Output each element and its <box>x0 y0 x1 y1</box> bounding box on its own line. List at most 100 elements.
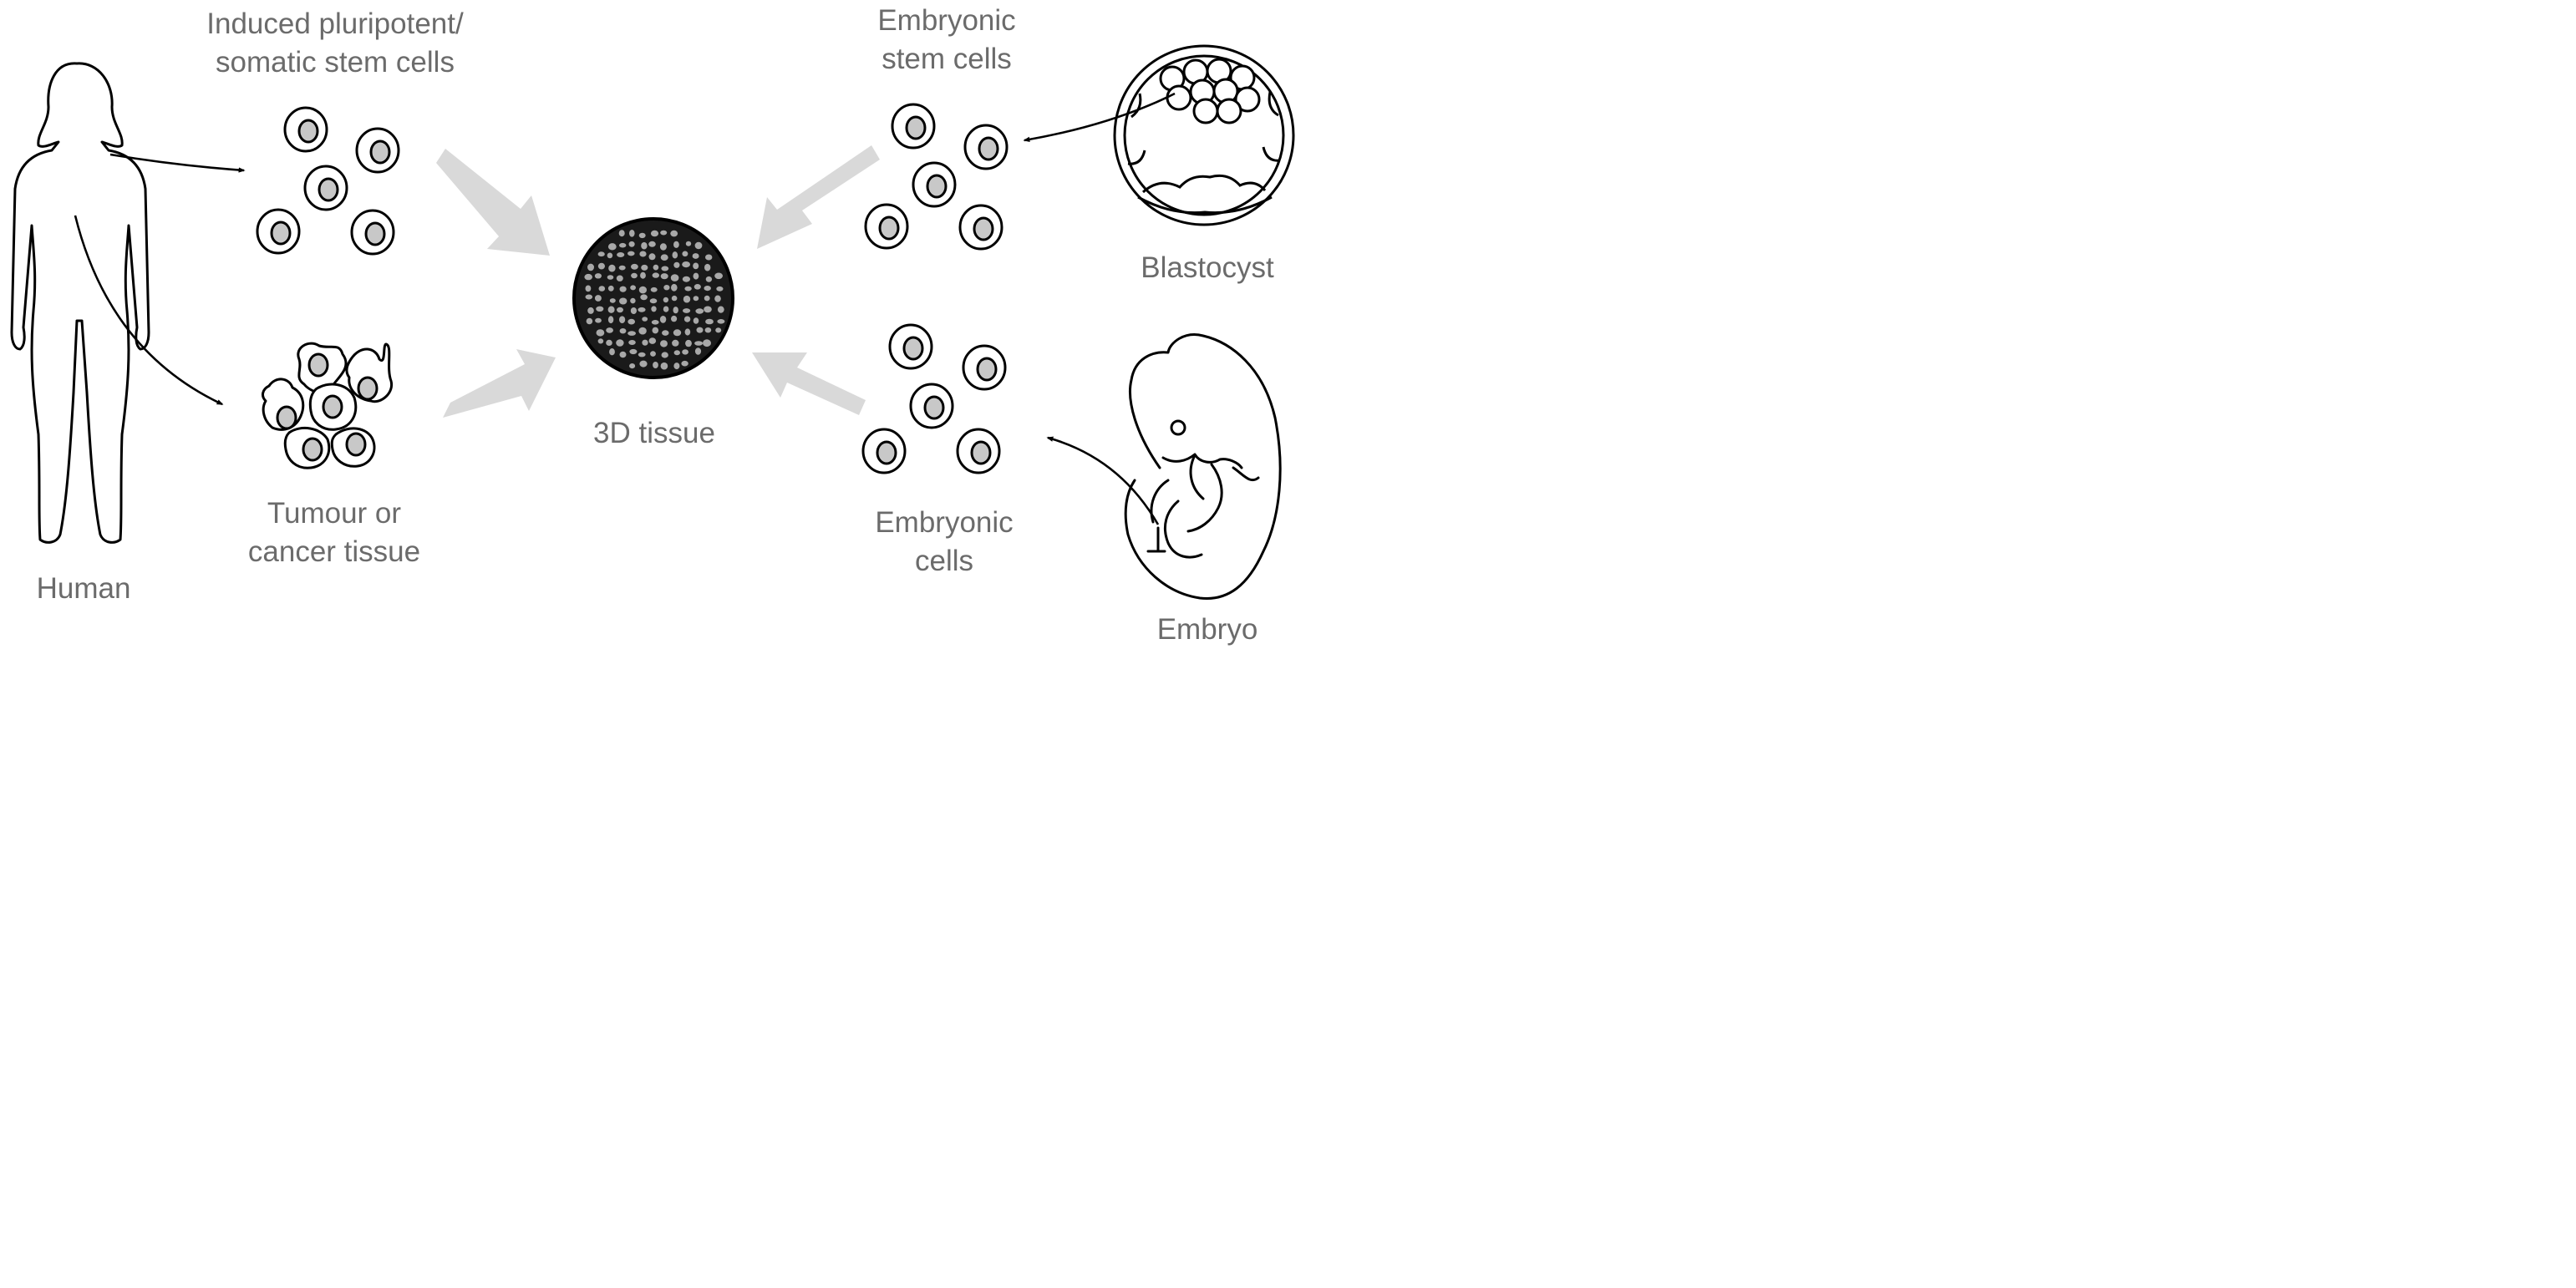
tissue-cell <box>693 317 699 324</box>
label-ips-line-2: somatic stem cells <box>216 46 455 79</box>
tissue-cell <box>673 241 679 248</box>
tissue-cell <box>703 339 711 347</box>
tissue-cell <box>685 339 692 347</box>
tissue-cell <box>663 297 669 303</box>
tissue-cell <box>651 306 657 312</box>
tissue-cell <box>607 275 614 280</box>
tissue-cell <box>628 340 636 345</box>
tissue-cell <box>649 298 658 304</box>
tissue-cell <box>693 296 699 302</box>
big-arrow-ips-to-tissue <box>436 149 550 256</box>
tissue-cell <box>660 230 668 236</box>
tissue-cell <box>607 252 613 259</box>
tissue-cell <box>640 271 646 279</box>
tissue-cell <box>609 348 615 356</box>
tissue-cell <box>607 285 614 292</box>
tissue-cell <box>682 276 691 282</box>
tissue-cell <box>597 262 606 270</box>
tissue-cell <box>638 327 647 335</box>
label-embryonic-cells-line-2: cells <box>914 545 974 577</box>
label-tumour-line-1: Tumour or <box>267 497 402 530</box>
stem-cell <box>912 161 957 208</box>
tissue-cell <box>652 327 659 334</box>
ips-cell-cluster <box>256 106 400 256</box>
tissue-cell <box>685 241 692 246</box>
tissue-cell <box>663 285 670 291</box>
tissue-cell <box>714 295 721 302</box>
tissue-cell <box>642 339 648 346</box>
tissue-cell <box>641 241 648 250</box>
tissue-cell <box>630 307 638 314</box>
tissue-cell <box>694 347 702 355</box>
tissue-cell <box>619 242 627 248</box>
arrow-blastocyst-to-esc <box>1023 92 1176 143</box>
tissue-cell <box>652 272 659 278</box>
tissue-cell <box>682 261 690 268</box>
tissue-cell <box>586 317 593 325</box>
tissue-cell <box>704 306 712 313</box>
tissue-cell <box>704 286 711 292</box>
label-esc-line-1: Embryonic <box>877 4 1016 37</box>
tissue-cell <box>616 275 623 281</box>
tissue-cell <box>587 263 594 271</box>
label-ips-stem-cells: Induced pluripotent/ somatic stem cells <box>182 5 488 82</box>
tissue-cell <box>672 339 679 347</box>
tissue-cell <box>715 327 722 333</box>
arrow-human-to-tumour <box>74 215 224 406</box>
tissue-cell <box>629 348 638 355</box>
tissue-cell <box>660 254 668 261</box>
embryo <box>1124 333 1282 600</box>
tissue-cell <box>648 337 657 344</box>
tissue-cell <box>671 295 678 302</box>
tissue-cell <box>627 251 635 256</box>
tissue-cell <box>673 363 680 370</box>
tissue-cell <box>717 319 725 324</box>
tissue-cell <box>607 306 615 313</box>
tissue-cell <box>584 273 592 281</box>
tissue-cell <box>650 230 659 237</box>
label-embryonic-cells: Embryonic cells <box>844 504 1044 581</box>
stem-cell <box>962 344 1007 391</box>
tissue-cell <box>597 251 605 257</box>
tissue-cell <box>693 262 699 270</box>
tissue-cell <box>670 274 679 281</box>
tissue-cell <box>617 307 623 313</box>
tissue-cell <box>618 265 626 271</box>
tissue-cell <box>640 294 648 301</box>
stem-cell <box>350 209 395 256</box>
tissue-cell <box>618 230 625 237</box>
tissue-cell <box>598 286 606 292</box>
tissue-cell <box>660 362 668 370</box>
tissue-cell <box>683 316 691 322</box>
label-tumour-line-2: cancer tissue <box>247 535 421 568</box>
tissue-cell <box>631 272 638 279</box>
tissue-cell <box>627 331 636 336</box>
tissue-cell <box>681 360 688 367</box>
tissue-cell <box>648 241 656 247</box>
tissue-cell <box>619 316 626 324</box>
label-esc-line-2: stem cells <box>882 43 1012 75</box>
tissue-cell <box>682 349 688 355</box>
tissue-cell <box>606 327 613 333</box>
tissue-cell <box>619 351 627 358</box>
tissue-cell <box>609 298 616 303</box>
tissue-cell <box>597 338 604 344</box>
tissue-cell <box>594 273 602 279</box>
big-arrow-tumour-to-tissue <box>443 349 556 418</box>
tissue-cell <box>653 362 658 368</box>
tissue-cell <box>616 339 624 347</box>
big-arrow-embryonic-to-tissue <box>752 352 866 415</box>
tissue-cell <box>617 252 625 257</box>
tissue-cell <box>704 263 711 271</box>
tissue-cell <box>716 286 724 292</box>
tissue-cell <box>673 350 680 356</box>
tissue-cell <box>606 339 612 346</box>
tissue-cell <box>683 308 691 313</box>
tissue-cell <box>705 318 714 325</box>
tissue-cell <box>641 264 648 271</box>
tissue-cell <box>705 254 713 261</box>
arrow-embryo-to-embryonic-cells <box>1046 436 1160 525</box>
tissue-cell <box>673 329 682 337</box>
tissue-cell <box>672 251 678 259</box>
label-blastocyst-text: Blastocyst <box>1141 251 1274 284</box>
